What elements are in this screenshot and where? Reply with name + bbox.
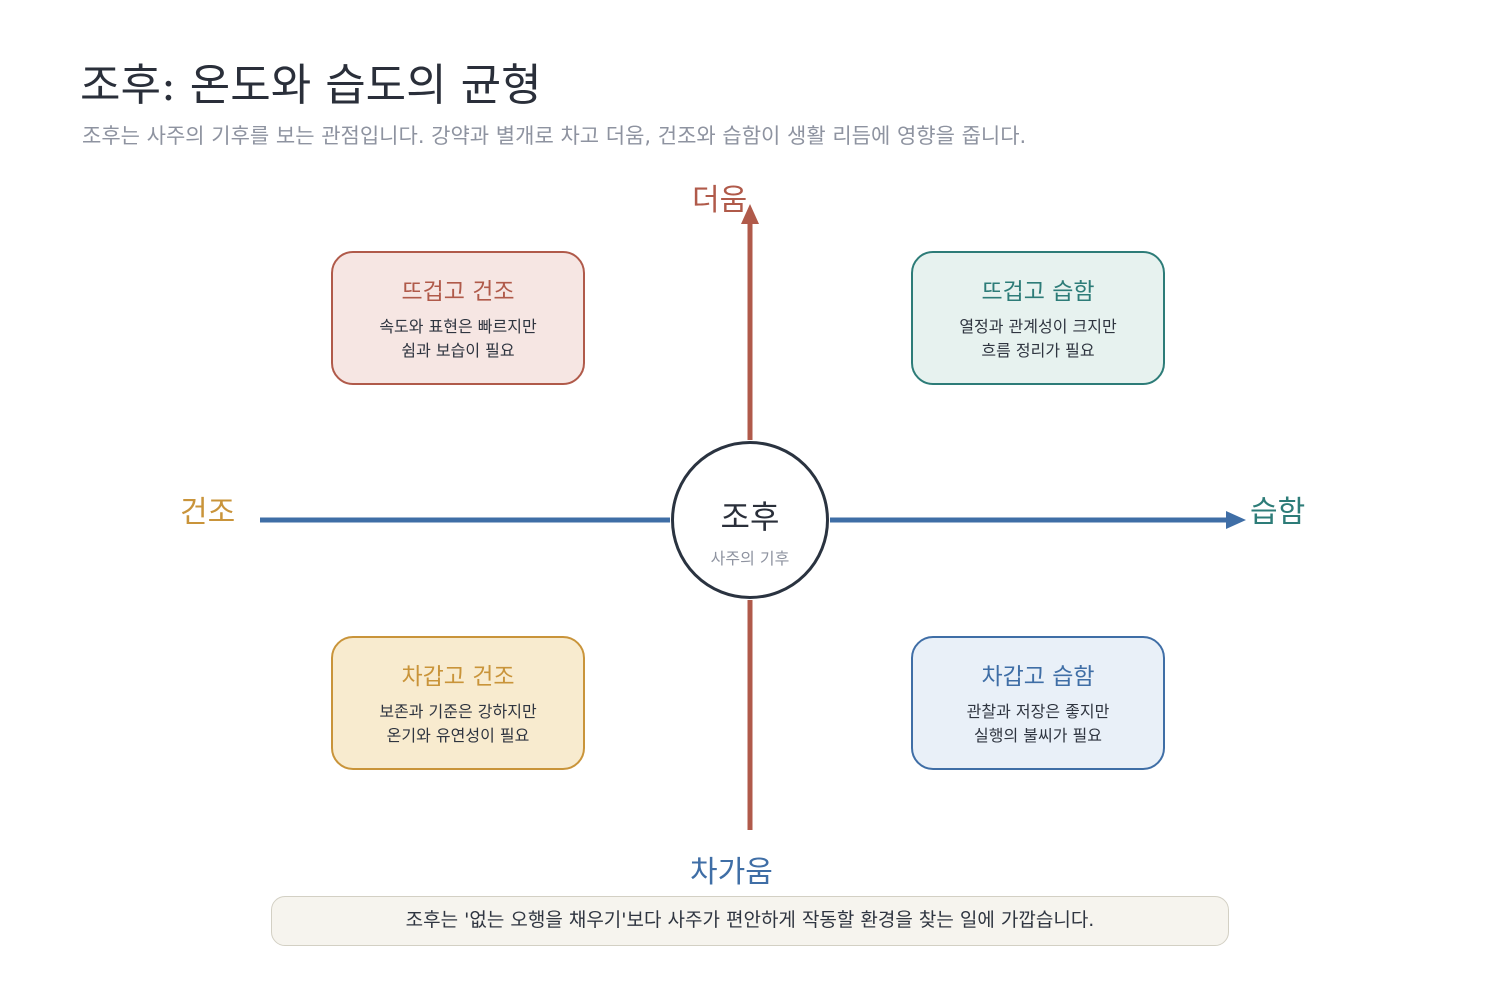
axis-label-hot: 더움 [692, 183, 748, 218]
quadrant-hot-wet: 뜨겁고 습함 열정과 관계성이 크지만 흐름 정리가 필요 [911, 251, 1165, 385]
quadrant-description-line: 관찰과 저장은 좋지만 [966, 701, 1110, 721]
quadrant-title: 차갑고 습함 [981, 664, 1095, 690]
quadrant-description-line: 온기와 유연성이 필요 [386, 725, 530, 745]
center-title: 조후 [720, 498, 780, 536]
center-circle: 조후 사주의 기후 [671, 441, 829, 599]
quadrant-description-line: 쉼과 보습이 필요 [401, 340, 515, 360]
quadrant-hot-dry: 뜨겁고 건조 속도와 표현은 빠르지만 쉼과 보습이 필요 [331, 251, 585, 385]
quadrant-cold-dry: 차갑고 건조 보존과 기준은 강하지만 온기와 유연성이 필요 [331, 636, 585, 770]
quadrant-description-line: 흐름 정리가 필요 [981, 340, 1095, 360]
quadrant-description: 속도와 표현은 빠르지만 쉼과 보습이 필요 [333, 315, 583, 363]
axis-label-cold: 차가움 [690, 855, 773, 890]
quadrant-description-line: 보존과 기준은 강하지만 [379, 701, 537, 721]
quadrant-description: 관찰과 저장은 좋지만 실행의 불씨가 필요 [913, 700, 1163, 748]
quadrant-title: 뜨겁고 건조 [401, 279, 515, 305]
quadrant-title: 뜨겁고 습함 [981, 279, 1095, 305]
page-subtitle: 조후는 사주의 기후를 보는 관점입니다. 강약과 별개로 차고 더움, 건조와… [82, 124, 1027, 148]
quadrant-description-line: 실행의 불씨가 필요 [974, 725, 1102, 745]
quadrant-description-line: 열정과 관계성이 크지만 [959, 316, 1117, 336]
quadrant-title: 차갑고 건조 [401, 664, 515, 690]
center-subtitle: 사주의 기후 [710, 549, 790, 568]
quadrant-description-line: 속도와 표현은 빠르지만 [379, 316, 537, 336]
axis-label-dry: 건조 [180, 495, 236, 530]
page-title: 조후: 온도와 습도의 균형 [80, 60, 542, 111]
horizontal-axis-arrowhead [1226, 511, 1246, 529]
axis-label-wet: 습함 [1250, 495, 1306, 530]
vertical-axis-arrowhead [741, 204, 759, 224]
quadrant-cold-wet: 차갑고 습함 관찰과 저장은 좋지만 실행의 불씨가 필요 [911, 636, 1165, 770]
footer-note: 조후는 '없는 오행을 채우기'보다 사주가 편안하게 작동할 환경을 찾는 일… [271, 896, 1229, 946]
quadrant-description: 열정과 관계성이 크지만 흐름 정리가 필요 [913, 315, 1163, 363]
quadrant-description: 보존과 기준은 강하지만 온기와 유연성이 필요 [333, 700, 583, 748]
